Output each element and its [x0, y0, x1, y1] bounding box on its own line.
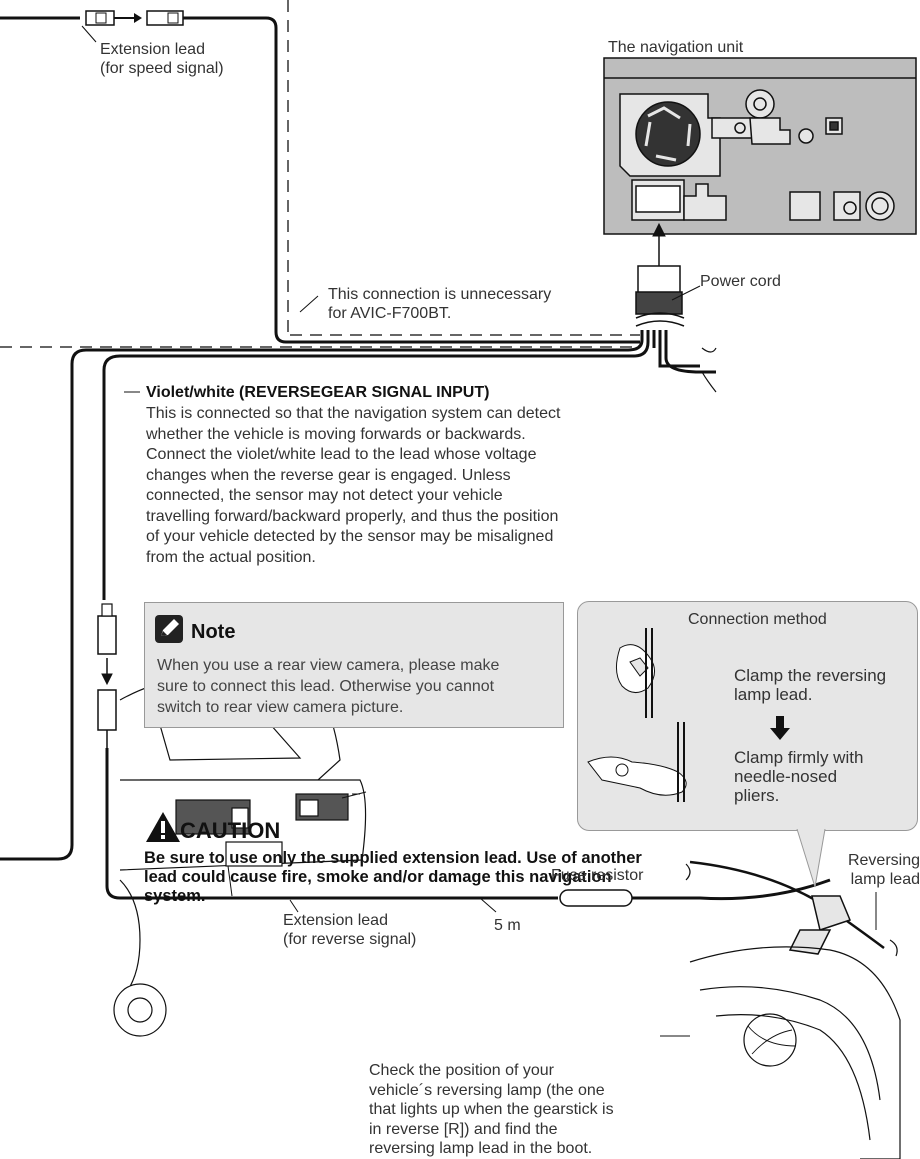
- label-reversing-lamp-lead: Reversing lamp lead: [847, 852, 920, 888]
- pencil-icon: [155, 615, 183, 643]
- caution-title: CAUTION: [180, 818, 281, 843]
- leader-lines: [124, 295, 877, 1037]
- callout-pointer: [796, 829, 826, 888]
- boot-illustration: [689, 946, 901, 1159]
- warning-icon: [146, 812, 180, 842]
- label-unnecessary: This connection is unnecessary for AVIC-…: [328, 286, 552, 322]
- label-fuse-resistor: Fuse resistor: [551, 867, 644, 884]
- note-title: Note: [191, 621, 236, 643]
- navigation-unit: [603, 57, 917, 235]
- label-power-cord: Power cord: [700, 273, 781, 290]
- violet-title: Violet/white (REVERSEGEAR SIGNAL INPUT): [146, 384, 490, 401]
- caution-body: Be sure to use only the supplied extensi…: [144, 849, 642, 905]
- label-check-position: Check the position of your vehicle´s rev…: [369, 1062, 614, 1157]
- clamp-illustration-2: [587, 722, 687, 802]
- label-extension-reverse: Extension lead (for reverse signal): [283, 912, 417, 948]
- connection-method-title: Connection method: [688, 611, 827, 628]
- connection-step2: Clamp firmly with needle-nosed pliers.: [734, 748, 864, 805]
- down-arrow-icon: [770, 716, 790, 740]
- violet-lead-connectors: [97, 603, 558, 900]
- clamp-illustration-1: [616, 628, 655, 718]
- note-box: Note When you use a rear view camera, pl…: [144, 602, 564, 728]
- violet-body: This is connected so that the navigation…: [146, 405, 561, 566]
- connection-step1: Clamp the reversing lamp lead.: [734, 666, 887, 704]
- label-nav-unit: The navigation unit: [608, 39, 744, 56]
- speed-signal-lead: [0, 10, 640, 344]
- power-cord: [0, 222, 717, 861]
- label-length: 5 m: [494, 917, 521, 934]
- connection-method-box: Connection method Clamp the reversing la…: [577, 601, 918, 831]
- reversing-lamp-lead: [685, 860, 898, 957]
- dashed-boundary: [0, 0, 640, 348]
- label-extension-speed: Extension lead (for speed signal): [100, 41, 224, 77]
- note-body: When you use a rear view camera, please …: [157, 657, 500, 716]
